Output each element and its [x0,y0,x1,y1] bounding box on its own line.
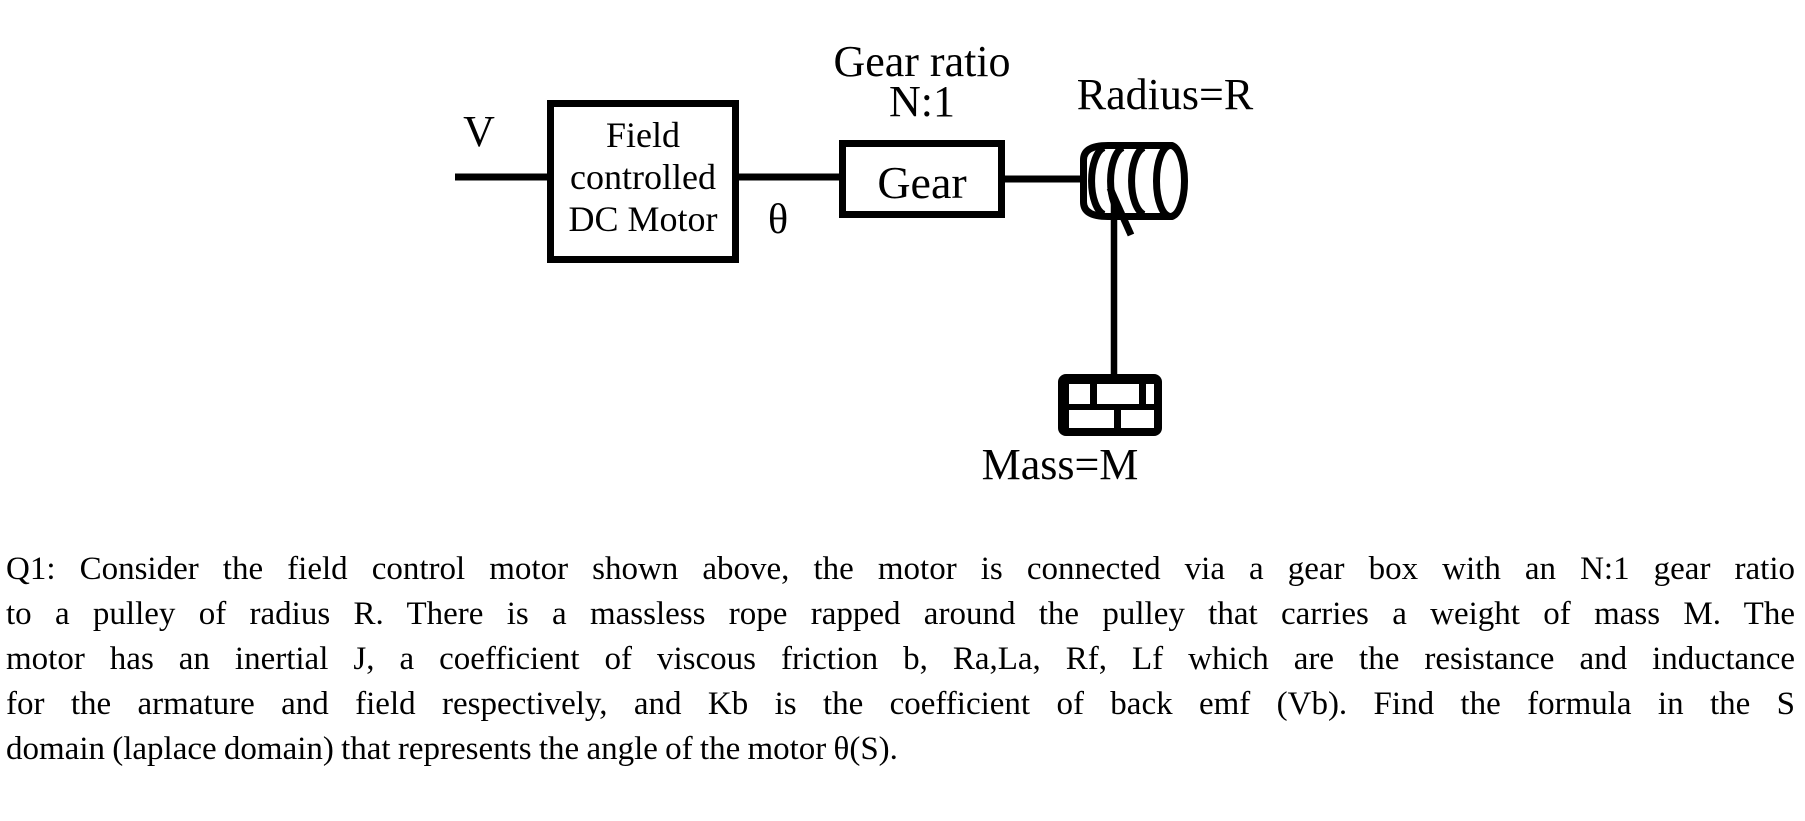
motor-system-diagram: V Field controlled DC Motor θ Gear ratio… [455,37,1254,489]
pulley-radius-label: Radius=R [1077,70,1254,119]
gear-ratio-label-line2: N:1 [889,77,955,126]
brick [1069,384,1090,404]
gear-ratio-label-line1: Gear ratio [833,37,1010,86]
question-text: Q1: Consider the field control motor sho… [6,547,1795,772]
brick [1069,410,1114,428]
question-line-3: motor has an inertial J, a coefficient o… [6,641,1795,677]
motor-box [547,100,739,263]
brick [1121,410,1154,428]
question-line-1: Q1: Consider the field control motor sho… [6,551,1795,587]
pulley-coil-3 [1128,144,1146,218]
pulley-coil-2 [1107,144,1125,218]
motor-box-label-line2: controlled [570,157,716,197]
question-line-2: to a pulley of radius R. There is a mass… [6,596,1795,632]
question-line-5: domain (laplace domain) that represents … [6,731,898,767]
brick [1146,384,1154,404]
mass-label: Mass=M [982,440,1139,489]
shaft-angle-theta-label: θ [768,197,788,243]
brick [1097,384,1139,404]
mass-block [1058,374,1162,436]
gear-box-label: Gear [877,157,966,208]
pulley-end-ellipse [1153,142,1188,220]
motor-box-label-line1: Field [606,115,680,155]
question-line-4: for the armature and field respectively,… [6,686,1795,722]
motor-box-label-line3: DC Motor [568,199,717,239]
pulley-coil-1 [1088,144,1106,218]
pulley-drum [1080,142,1176,220]
input-voltage-label: V [463,107,495,156]
gear-box [839,140,1005,218]
